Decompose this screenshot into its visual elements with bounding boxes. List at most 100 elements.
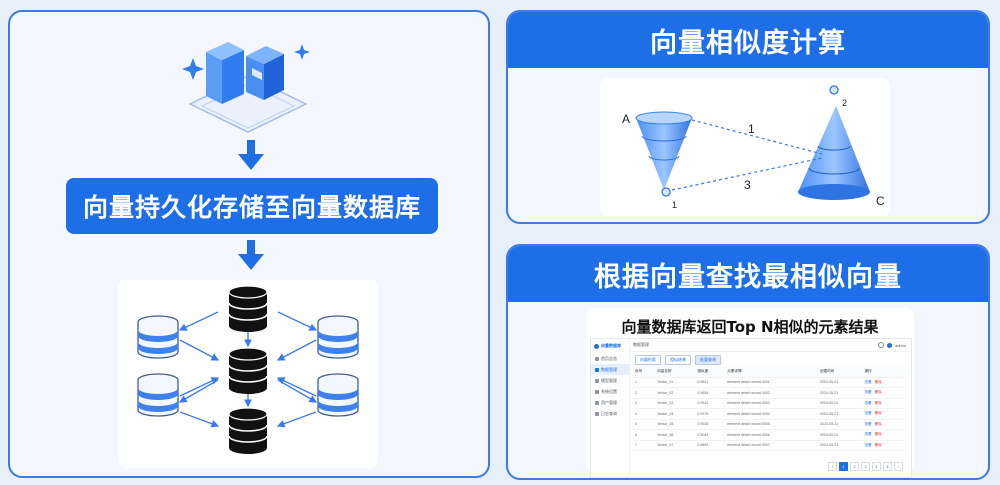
menu-icon [595, 389, 599, 394]
label-sub-2: 2 [842, 98, 848, 108]
table-cell: 2024-05-21 [817, 398, 863, 409]
column-header: 相似度 [695, 367, 726, 378]
sidebar-item[interactable]: 模型管理 [591, 375, 629, 386]
table-cell: Vector_06 [655, 429, 696, 441]
page-next-button[interactable]: › [894, 462, 903, 471]
table-cell: 2024-05-21 [817, 419, 863, 430]
cone-diagram: A C 1 3 1 2 [600, 78, 890, 216]
table-cell-actions: 查看删除 [862, 387, 905, 399]
avatar[interactable] [887, 342, 893, 348]
table-cell: 0.9821 [695, 377, 726, 388]
view-link[interactable]: 查看 [864, 390, 872, 395]
table-cell: element detail record 0006 [725, 429, 818, 441]
user-name: admin [895, 342, 906, 348]
column-header: 序号 [633, 367, 656, 378]
delete-link[interactable]: 删除 [874, 432, 882, 437]
table-cell-actions: 查看删除 [862, 408, 905, 420]
delete-link[interactable]: 删除 [874, 400, 882, 405]
sidebar-item[interactable]: 日志查询 [591, 408, 629, 419]
view-link[interactable]: 查看 [864, 432, 872, 437]
database-network [118, 280, 378, 468]
breadcrumb: 数据管理 [633, 342, 649, 347]
table-cell: 0.9654 [695, 387, 726, 399]
table-cell: 5 [633, 419, 656, 430]
settings-icon[interactable] [878, 342, 885, 348]
table-cell: 3 [633, 398, 656, 409]
page-button[interactable]: 4 [872, 462, 881, 471]
column-header: 元素详情 [725, 367, 818, 378]
delete-link[interactable]: 删除 [874, 421, 882, 426]
tab-search[interactable]: 向量检索 [635, 355, 661, 365]
sidebar-item[interactable]: 用户管理 [591, 397, 629, 408]
app-sidebar: 向量数据库 首页总览 数据管理 模型管理 系统设置 用户管理 日志查询 [591, 339, 630, 477]
view-link[interactable]: 查看 [864, 421, 872, 426]
table-cell: 2 [633, 387, 656, 399]
table-cell: element detail record 0002 [725, 387, 818, 399]
menu-icon [595, 367, 599, 372]
label-sub-1: 1 [672, 200, 678, 210]
table-cell: 4 [633, 408, 656, 420]
view-link[interactable]: 查看 [864, 442, 872, 447]
table-cell: 2024-05-21 [817, 387, 863, 399]
sidebar-item[interactable]: 数据管理 [591, 364, 629, 375]
search-title: 根据向量查找最相似向量 [508, 246, 988, 302]
table-cell: element detail record 0004 [725, 408, 818, 420]
result-box: 向量数据库返回Top N相似的元素结果 向量数据库 首页总览 数据管理 模型管理… [586, 308, 914, 478]
sidebar-item[interactable]: 首页总览 [591, 353, 629, 364]
table-cell: element detail record 0007 [725, 440, 818, 451]
page-button[interactable]: 3 [861, 462, 870, 471]
persist-banner: 向量持久化存储至向量数据库 [66, 178, 438, 234]
column-header: 创建时间 [817, 367, 863, 378]
page-button[interactable]: 2 [850, 462, 859, 471]
table-cell: Vector_03 [655, 398, 696, 409]
label-line-1: 1 [748, 122, 755, 136]
view-link[interactable]: 查看 [864, 400, 872, 405]
delete-link[interactable]: 删除 [874, 379, 882, 384]
app-logo-icon [594, 343, 599, 349]
menu-icon [595, 411, 599, 416]
pagination: ‹ 1 2 3 4 5 › [828, 462, 903, 471]
view-link[interactable]: 查看 [864, 411, 872, 416]
table-cell: 6 [633, 429, 656, 441]
table-cell: 2024-05-21 [817, 377, 863, 388]
tab-results[interactable]: 相似结果 [665, 355, 691, 365]
table-cell: Vector_05 [655, 419, 696, 430]
table-header: 序号 向量名称 相似度 元素详情 创建时间 操作 [633, 367, 905, 378]
label-a: A [622, 112, 631, 126]
down-arrow-icon [238, 140, 264, 170]
cone-diagram-svg [635, 85, 870, 200]
tab-batch[interactable]: 批量查询 [695, 355, 721, 365]
table-cell-actions: 查看删除 [862, 440, 905, 451]
table-cell: 0.9378 [695, 408, 726, 420]
page-prev-button[interactable]: ‹ [828, 462, 837, 471]
sidebar-item[interactable]: 系统设置 [591, 386, 629, 397]
delete-link[interactable]: 删除 [874, 411, 882, 416]
storage-panel: 向量持久化存储至向量数据库 [8, 10, 490, 478]
delete-link[interactable]: 删除 [874, 442, 882, 447]
db-app-screenshot: 向量数据库 首页总览 数据管理 模型管理 系统设置 用户管理 日志查询 数据管理… [590, 338, 912, 478]
similarity-title: 向量相似度计算 [508, 12, 988, 68]
similarity-panel: 向量相似度计算 A C [506, 10, 990, 224]
vector-cube-icon [182, 42, 310, 133]
page-button[interactable]: 1 [839, 462, 848, 471]
column-header: 向量名称 [655, 367, 696, 378]
table-cell: Vector_04 [655, 408, 696, 420]
column-header: 操作 [862, 367, 905, 378]
label-line-3: 3 [744, 178, 751, 192]
table-cell: element detail record 0001 [725, 377, 818, 388]
view-link[interactable]: 查看 [864, 379, 872, 384]
table-cell: Vector_07 [655, 440, 696, 451]
app-topbar: 数据管理 admin [629, 339, 911, 352]
delete-link[interactable]: 删除 [874, 390, 882, 395]
table-cell-actions: 查看删除 [862, 377, 905, 388]
table-cell: Vector_01 [655, 377, 696, 388]
app-tabs: 向量检索 相似结果 批量查询 [635, 355, 721, 365]
page-button[interactable]: 5 [883, 462, 892, 471]
label-c: C [876, 194, 885, 208]
